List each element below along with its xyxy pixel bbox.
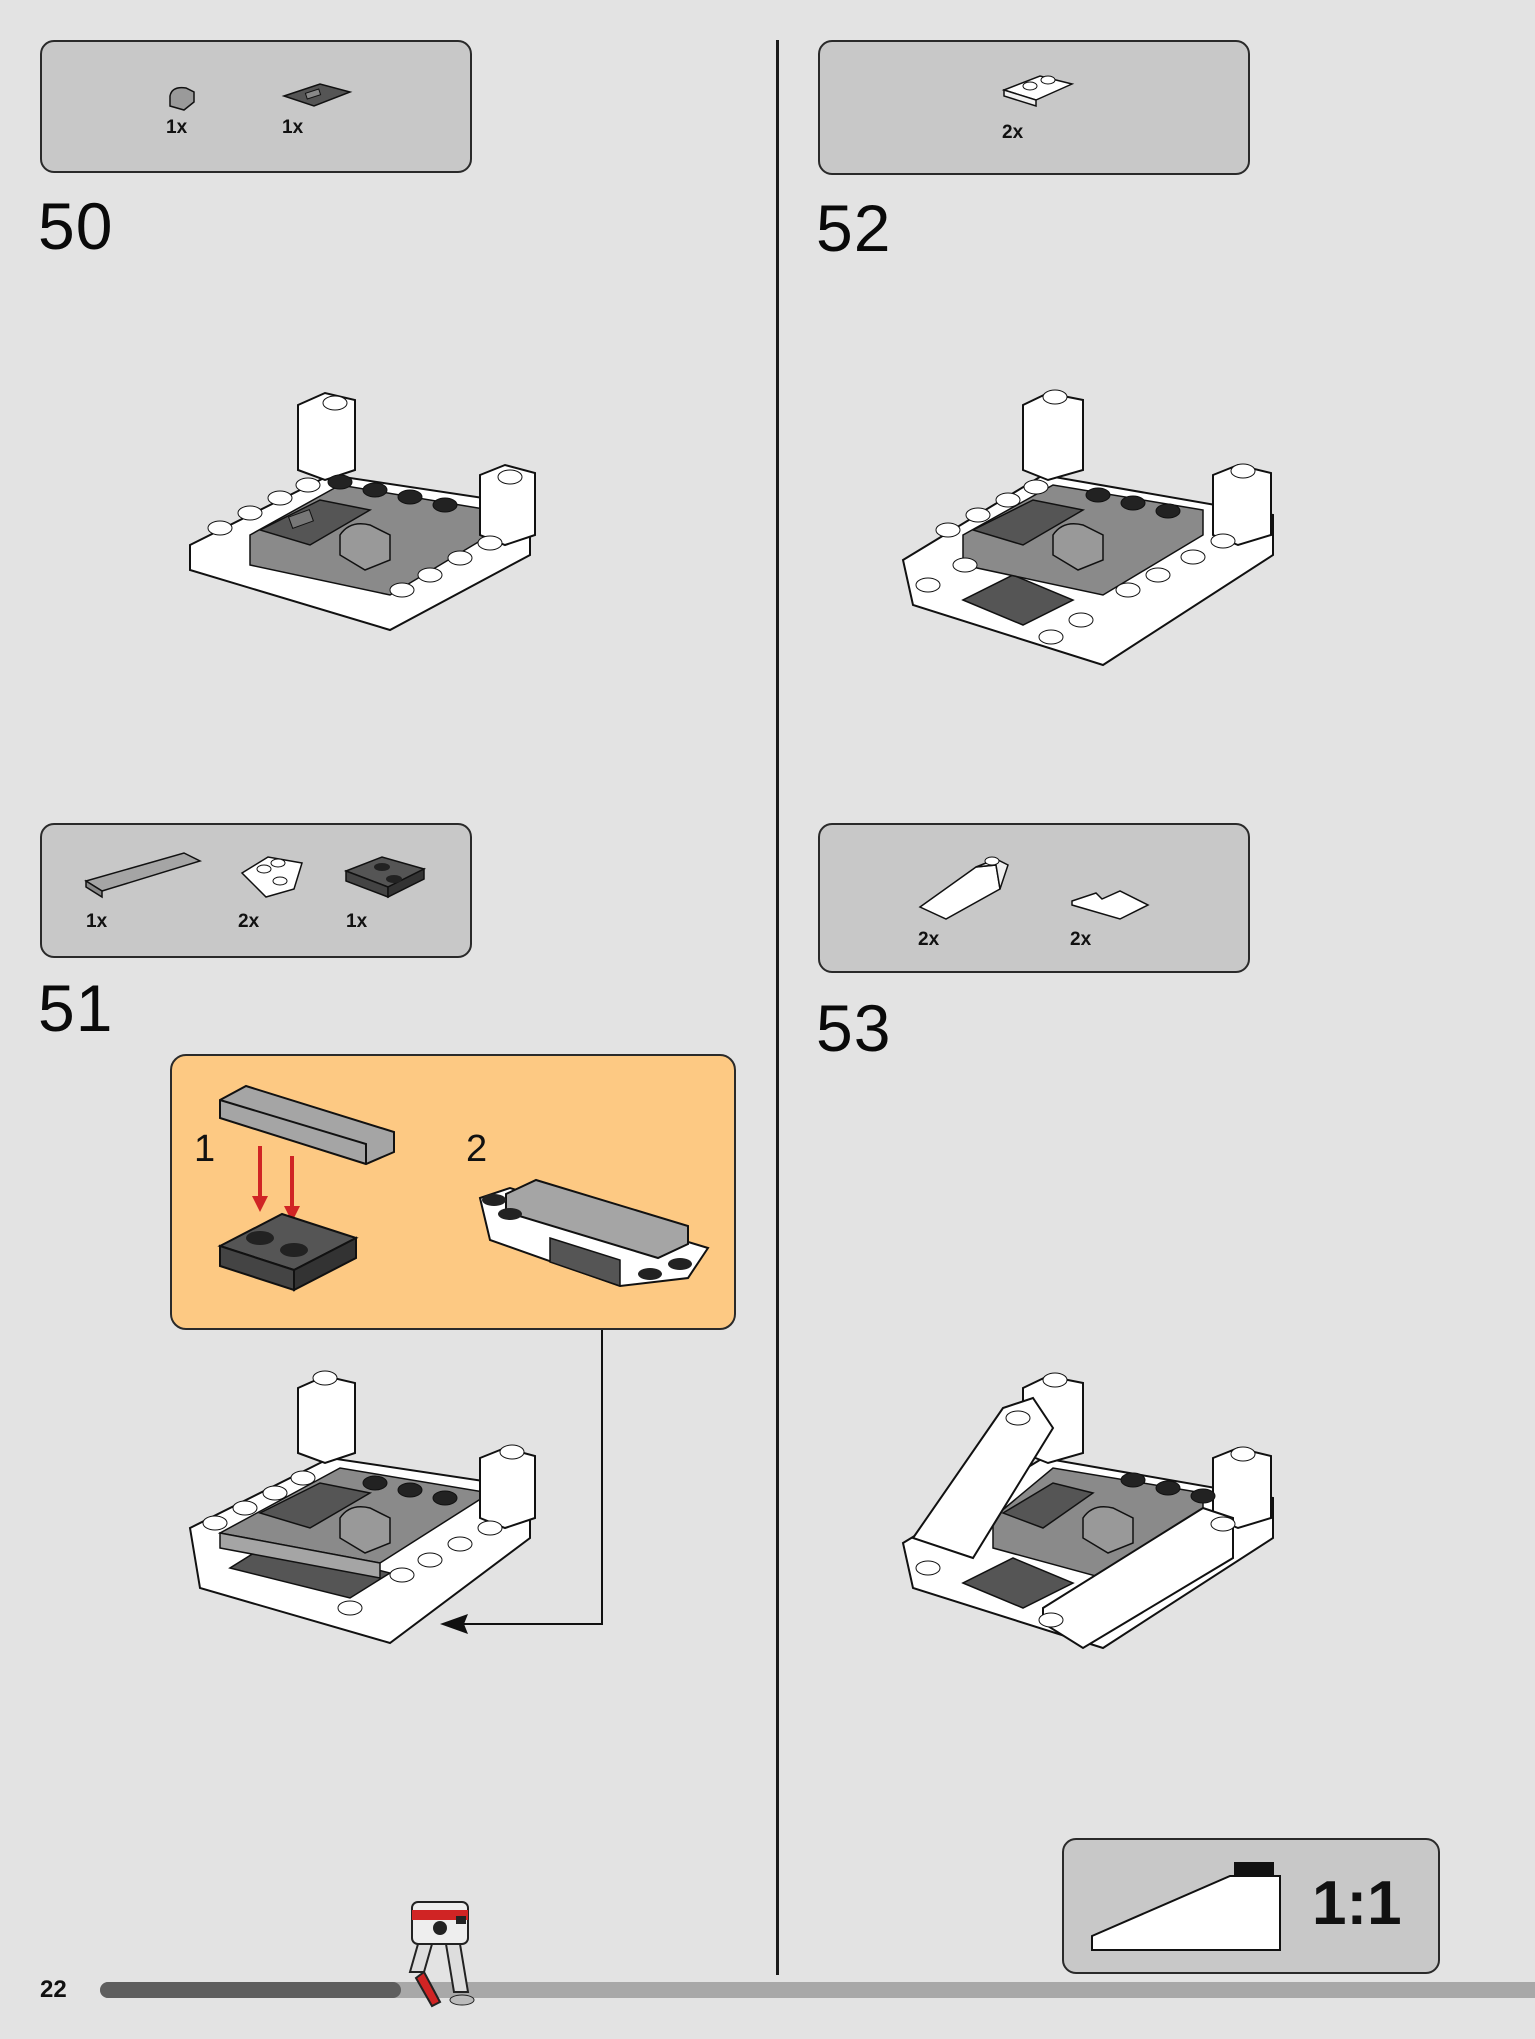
callout-connector-arrow [440,1330,603,1634]
build-model-step-51 [188,1370,536,1645]
scale-label: 1:1 [1312,1869,1402,1938]
scale-slope-icon [1091,1862,1281,1951]
plate-2x2-dark-icon [343,856,427,899]
grille-tile-icon [281,83,353,107]
sub-step-number: 2 [466,1128,488,1170]
page-number: 22 [40,1976,67,2003]
droid-mascot-icon [408,1901,475,2008]
build-model-step-53 [901,1372,1274,1650]
sub-step-number: 1 [194,1128,216,1170]
progress-fill [100,1982,402,1998]
parts-list-step-50: 1x 1x [40,40,472,173]
sub-assembly-callout: 1 2 [170,1054,736,1330]
part-qty: 2x [238,911,260,932]
step-number-50: 50 [38,189,114,263]
build-model-step-52 [901,389,1274,667]
wedge-tile-white-icon [1071,890,1150,920]
slope-white-icon [918,856,1009,920]
column-divider [776,40,779,1975]
step-number-53: 53 [816,991,892,1065]
part-qty: 2x [1070,929,1092,950]
rounded-tile-icon [169,86,195,111]
part-qty: 2x [1002,122,1024,143]
part-qty: 1x [282,117,304,138]
part-qty: 1x [346,911,368,932]
scale-indicator: 1:1 [1062,1838,1440,1974]
step-number-52: 52 [816,191,892,265]
step-number-51: 51 [38,971,114,1045]
parts-list-step-51: 1x 2x 1x [40,823,472,958]
sub-step-1-assembly [217,1084,395,1292]
progress-track [100,1982,1535,1998]
wedge-plate-white-icon [240,856,303,898]
part-qty: 2x [918,929,940,950]
sub-step-2-assembly [478,1178,710,1288]
build-model-step-50 [189,391,536,632]
parts-list-step-53: 2x 2x [818,823,1250,973]
long-plate-icon [84,852,203,899]
part-qty: 1x [166,117,188,138]
plate-1x2-white-icon [1001,75,1075,108]
parts-list-step-52: 2x [818,40,1250,175]
part-qty: 1x [86,911,108,932]
